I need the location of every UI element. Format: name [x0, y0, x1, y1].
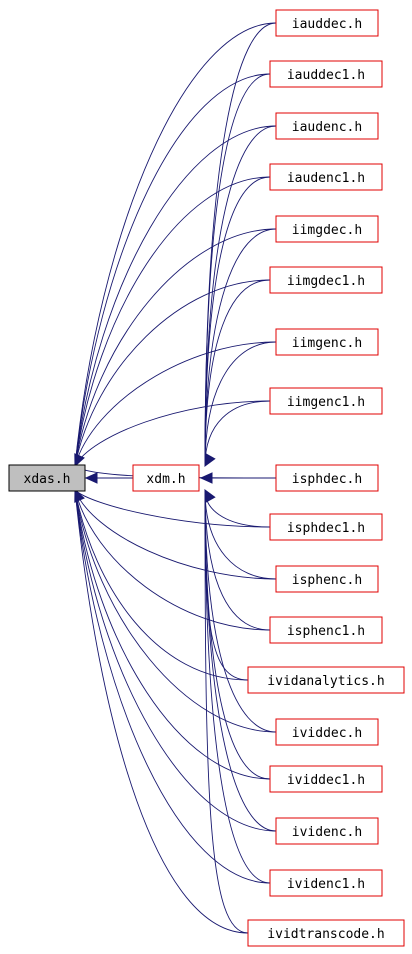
edge-ividtranscode-to-xdas — [74, 489, 249, 934]
node-iaudenc-h[interactable]: iaudenc.h — [275, 112, 379, 140]
node-label-iimgdec1-h: iimgdec1.h — [287, 274, 365, 289]
edge-iimgdec1-to-xdm — [204, 279, 271, 467]
edge-isphdec1-to-xdm — [204, 489, 271, 528]
node-ividenc-h[interactable]: ividenc.h — [275, 817, 379, 845]
node-isphdec1-h[interactable]: isphdec1.h — [269, 513, 383, 541]
node-isphdec-h[interactable]: isphdec.h — [275, 464, 379, 492]
node-label-ividdec1-h: ividdec1.h — [287, 773, 365, 788]
edge-ividenc1-to-xdas — [74, 489, 271, 884]
node-iauddec1-h[interactable]: iauddec1.h — [269, 60, 383, 88]
node-ividanalytics-h[interactable]: ividanalytics.h — [247, 666, 405, 694]
edge-isphenc1-to-xdm — [204, 489, 271, 631]
arrowhead-into-xdm-top — [204, 453, 216, 468]
node-iimgdec1-h[interactable]: iimgdec1.h — [269, 266, 383, 294]
arrowhead-into-xdas-top — [74, 453, 85, 468]
edge-isphenc-to-xdm — [204, 489, 277, 580]
node-iimgenc-h[interactable]: iimgenc.h — [275, 328, 379, 356]
edge-iaudenc1-to-xdm — [204, 176, 271, 467]
node-ividdec-h[interactable]: ividdec.h — [275, 718, 379, 746]
node-xdas-h[interactable]: xdas.h — [8, 464, 86, 492]
node-label-ividenc-h: ividenc.h — [292, 825, 362, 840]
edge-iauddec-to-xdas — [74, 22, 277, 467]
arrowhead-xdm-to-xdas — [84, 472, 98, 484]
edge-ividenc1-to-xdm — [204, 489, 271, 884]
arrowhead-into-xdm — [199, 472, 213, 484]
node-label-iimgdec-h: iimgdec.h — [292, 223, 362, 238]
node-label-ividdec-h: ividdec.h — [292, 726, 362, 741]
edge-iimgenc-to-xdas — [74, 341, 277, 467]
edge-isphenc-to-xdas — [74, 489, 277, 580]
node-label-isphdec-h: isphdec.h — [292, 472, 362, 487]
edge-ividanalytics-to-xdas — [74, 489, 249, 681]
edge-iimgenc-to-xdm — [204, 341, 277, 467]
edge-ividdec-to-xdm — [204, 489, 277, 733]
edge-ividenc-to-xdm — [204, 489, 277, 832]
edge-iimgenc1-to-xdas — [74, 400, 271, 467]
edge-iimgenc1-to-xdm — [204, 400, 271, 467]
node-label-xdas-h: xdas.h — [24, 472, 71, 487]
edge-ividdec1-to-xdas — [74, 489, 271, 780]
node-label-iimgenc1-h: iimgenc1.h — [287, 395, 365, 410]
node-label-ividanalytics-h: ividanalytics.h — [267, 674, 384, 689]
edge-isphenc1-to-xdas — [74, 489, 271, 631]
nodes-layer: xdas.h xdm.h iauddec.h iauddec1.h iaudenc.… — [8, 9, 405, 947]
arrowhead-into-xdas-bottom — [74, 488, 85, 503]
node-label-ividenc1-h: ividenc1.h — [287, 877, 365, 892]
node-iauddec-h[interactable]: iauddec.h — [275, 9, 379, 37]
node-label-iauddec-h: iauddec.h — [292, 17, 362, 32]
node-label-iimgenc-h: iimgenc.h — [292, 336, 362, 351]
edges-layer — [74, 22, 277, 934]
edge-iauddec1-to-xdas — [74, 73, 271, 467]
node-ividtranscode-h[interactable]: ividtranscode.h — [247, 919, 405, 947]
edge-ividdec1-to-xdm — [204, 489, 271, 780]
node-iimgdec-h[interactable]: iimgdec.h — [275, 215, 379, 243]
edge-ividenc-to-xdas — [74, 489, 277, 832]
edge-iauddec-to-xdm — [204, 22, 277, 467]
edge-iaudenc-to-xdas — [74, 125, 277, 467]
node-iaudenc1-h[interactable]: iaudenc1.h — [269, 163, 383, 191]
node-isphenc-h[interactable]: isphenc.h — [275, 565, 379, 593]
node-label-isphdec1-h: isphdec1.h — [287, 521, 365, 536]
node-iimgenc1-h[interactable]: iimgenc1.h — [269, 387, 383, 415]
node-ividdec1-h[interactable]: ividdec1.h — [269, 765, 383, 793]
edge-iauddec1-to-xdm — [204, 73, 271, 467]
node-isphenc1-h[interactable]: isphenc1.h — [269, 616, 383, 644]
node-ividenc1-h[interactable]: ividenc1.h — [269, 869, 383, 897]
edge-ividdec-to-xdas — [74, 489, 277, 733]
edge-iimgdec1-to-xdas — [74, 279, 271, 467]
node-label-xdm-h: xdm.h — [146, 472, 185, 487]
node-label-isphenc-h: isphenc.h — [292, 573, 362, 588]
edge-ividtranscode-to-xdm — [204, 489, 249, 934]
edge-iaudenc1-to-xdas — [74, 176, 271, 467]
edge-iimgdec-to-xdas — [74, 228, 277, 467]
node-label-iaudenc-h: iaudenc.h — [292, 120, 362, 135]
node-label-iauddec1-h: iauddec1.h — [287, 68, 365, 83]
node-label-ividtranscode-h: ividtranscode.h — [267, 927, 384, 942]
node-label-iaudenc1-h: iaudenc1.h — [287, 171, 365, 186]
node-label-isphenc1-h: isphenc1.h — [287, 624, 365, 639]
edge-isphdec1-to-xdas — [74, 489, 271, 528]
node-xdm-h[interactable]: xdm.h — [132, 464, 200, 492]
arrowhead-into-xdm-bottom — [204, 488, 216, 503]
